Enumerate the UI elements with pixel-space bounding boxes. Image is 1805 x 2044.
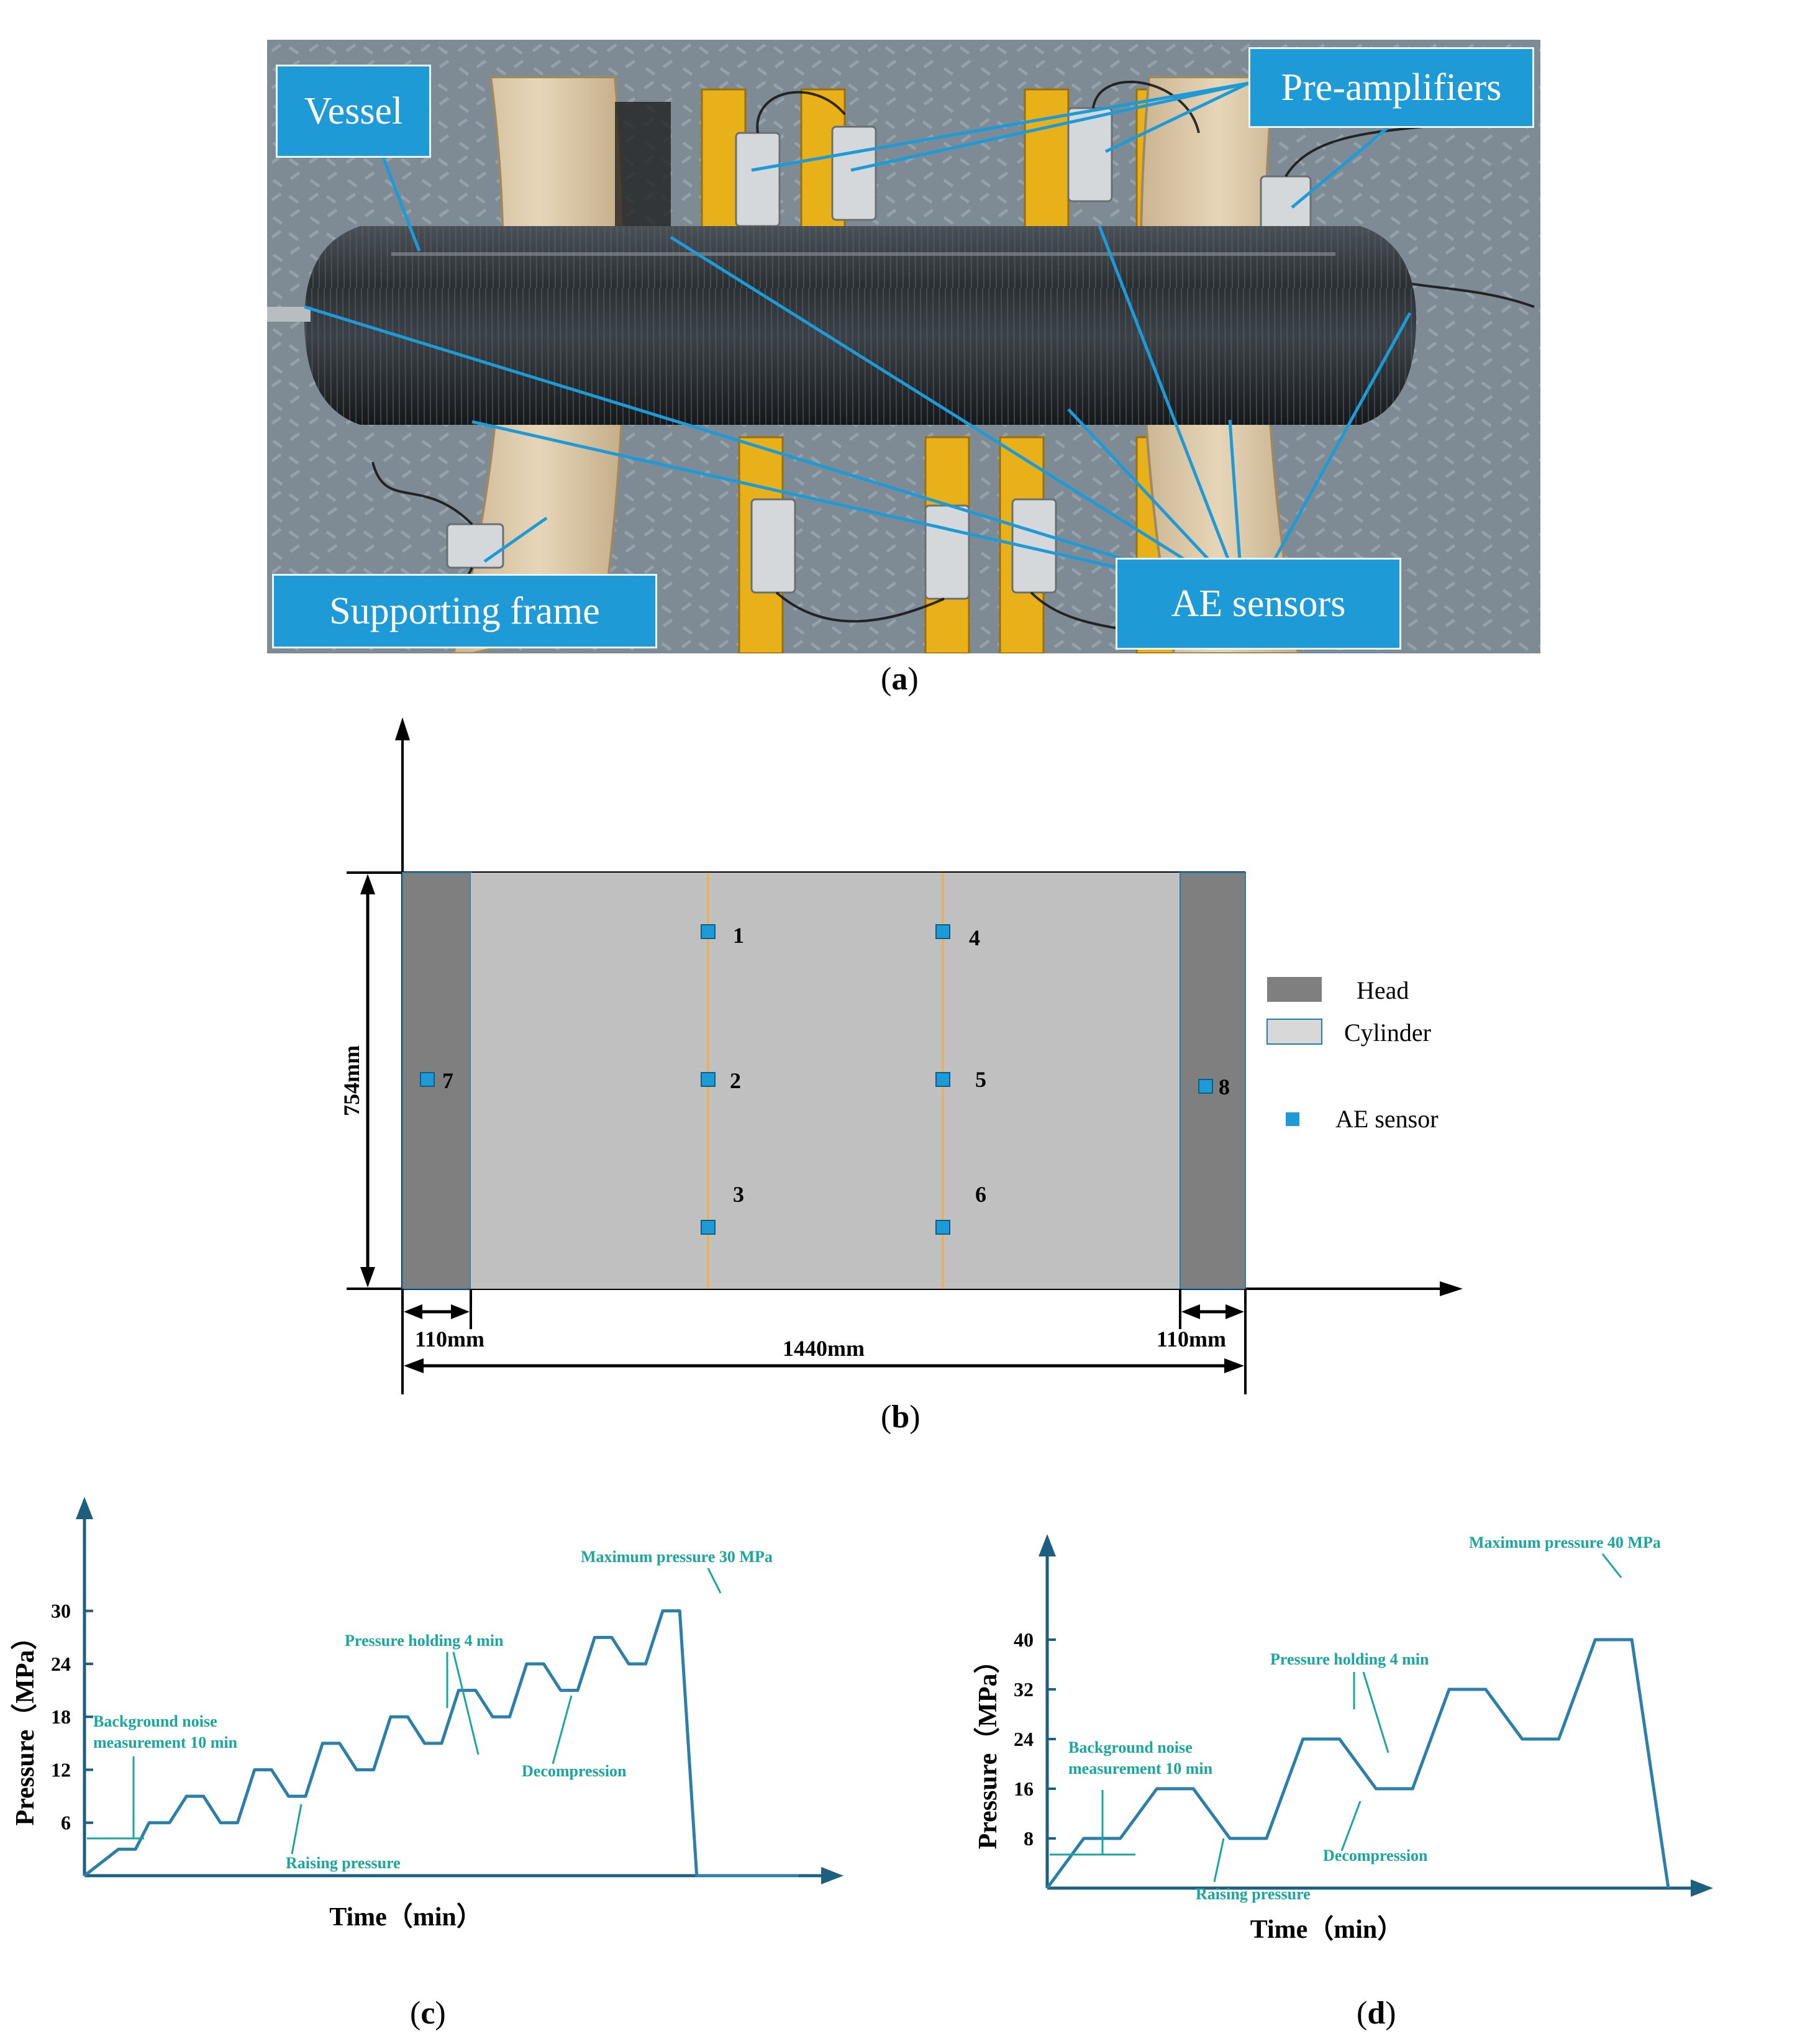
y-axis-arrow	[1039, 1534, 1056, 1556]
annotation-background-noise-line2: measurement 10 min	[1068, 1760, 1213, 1778]
annotation-raising-pressure-pointer	[1213, 1838, 1225, 1883]
legend-head-swatch	[1267, 977, 1322, 1002]
y-tick-label: 32	[1014, 1678, 1034, 1701]
annotation-pressure-holding-pointer	[452, 1651, 480, 1755]
y-axis-title: Pressure（MPa）	[11, 1624, 40, 1825]
callout-pre-amplifiers: Pre-amplifiers	[1248, 47, 1534, 128]
y-tick-label: 12	[51, 1758, 71, 1781]
x-axis-title: Time（min）	[1250, 1915, 1404, 1944]
annotation-maximum-pressure: Maximum pressure 30 MPa	[581, 1548, 773, 1566]
head-right-arrow-l	[1181, 1304, 1200, 1319]
sensor-label-3: 3	[733, 1182, 744, 1207]
annotation-raising-pressure: Raising pressure	[1196, 1885, 1311, 1903]
head-right-dimension-label: 110mm	[1157, 1327, 1226, 1351]
legend-ae-sensor-label: AE sensor	[1335, 1105, 1439, 1133]
annotation-maximum-pointer	[707, 1568, 722, 1594]
caption-c: (c)	[410, 1996, 446, 2031]
sensor-label-8: 8	[1219, 1074, 1230, 1099]
legend-cylinder-label: Cylinder	[1344, 1019, 1431, 1047]
callout-supporting-frame: Supporting frame	[272, 574, 657, 648]
length-arrow-l	[404, 1358, 424, 1373]
legend-cylinder-swatch	[1266, 1019, 1322, 1045]
y-tick-label: 16	[1014, 1778, 1034, 1800]
annotation-decompression: Decompression	[1323, 1846, 1428, 1865]
annotation-decompression: Decompression	[522, 1762, 627, 1780]
annotation-pressure-holding-pointer	[1362, 1671, 1389, 1753]
ae-sensor-1	[701, 924, 716, 939]
x-axis-title: Time（min）	[329, 1902, 483, 1932]
annotation-decompression-pointer	[552, 1695, 573, 1765]
caption-d: (d)	[1357, 1996, 1396, 2031]
annotation-pressure-holding: Pressure holding 4 min	[1270, 1650, 1429, 1668]
ae-sensor-4	[935, 924, 950, 939]
head-right	[1180, 872, 1246, 1289]
ae-sensor-8	[1198, 1079, 1213, 1094]
callout-leader-lines	[304, 81, 1412, 597]
height-arrow-bottom	[360, 1267, 375, 1288]
annotation-raising-pressure-pointer	[291, 1804, 302, 1855]
head-right-arrow-r	[1225, 1304, 1244, 1319]
sensor-label-6: 6	[975, 1182, 986, 1207]
pressure-series-line	[1045, 1638, 1670, 1889]
y-tick-label: 18	[51, 1706, 71, 1728]
annotation-background-noise-line2: measurement 10 min	[93, 1733, 238, 1751]
ae-sensor-6	[935, 1220, 950, 1235]
head-left-dimension-label: 110mm	[415, 1327, 484, 1351]
annotation-decompression-pointer	[1340, 1801, 1362, 1851]
annotation-pressure-holding: Pressure holding 4 min	[345, 1632, 504, 1650]
y-tick-label: 30	[51, 1600, 71, 1622]
annotation-background-noise-line1: Background noise	[93, 1712, 217, 1730]
sensor-label-2: 2	[730, 1068, 741, 1093]
sensor-label-7: 7	[442, 1068, 453, 1093]
callout-vessel: Vessel	[276, 65, 431, 158]
ae-sensor-5	[935, 1072, 950, 1087]
legend-head-label: Head	[1357, 976, 1409, 1004]
x-axis-arrow	[1691, 1879, 1713, 1897]
height-arrow-top	[360, 874, 375, 894]
y-tick-label: 24	[1014, 1728, 1034, 1750]
cylinder-body	[471, 873, 1180, 1289]
y-tick-label: 24	[51, 1653, 71, 1675]
annotation-maximum-pressure: Maximum pressure 40 MPa	[1469, 1533, 1661, 1551]
caption-b: (b)	[881, 1399, 921, 1435]
caption-a: (a)	[881, 661, 919, 697]
pressure-series-line	[83, 1609, 799, 1878]
callout-ae-sensors: AE sensors	[1116, 558, 1401, 650]
annotation-maximum-pointer	[1601, 1553, 1622, 1578]
sensor-label-5: 5	[975, 1067, 986, 1092]
y-tick-label: 8	[1024, 1827, 1034, 1850]
ae-sensor-2	[701, 1072, 716, 1087]
ae-sensor-7	[420, 1072, 435, 1087]
ae-sensor-3	[701, 1220, 716, 1235]
x-axis-arrow	[821, 1867, 843, 1884]
head-left	[402, 872, 471, 1289]
annotation-raising-pressure: Raising pressure	[286, 1854, 401, 1872]
y-tick-label: 6	[61, 1812, 71, 1834]
annotation-background-noise-line1: Background noise	[1068, 1738, 1193, 1756]
length-arrow-r	[1224, 1358, 1244, 1373]
length-dimension-label: 1440mm	[783, 1336, 865, 1361]
head-left-arrow-l	[404, 1304, 422, 1319]
sensor-label-4: 4	[969, 925, 980, 950]
y-axis-title: Pressure（MPa）	[973, 1647, 1003, 1849]
sensor-label-1: 1	[733, 923, 744, 948]
y-tick-label: 40	[1014, 1628, 1034, 1651]
layout-y-arrow	[395, 717, 410, 740]
head-left-arrow-r	[451, 1304, 470, 1319]
y-axis-arrow	[76, 1497, 93, 1519]
height-dimension-label: 754mm	[339, 1045, 364, 1116]
legend-ae-sensor-swatch	[1286, 1112, 1299, 1126]
vessel-photo: Vessel Pre-amplifiers Supporting frame A…	[267, 40, 1540, 653]
layout-x-arrow	[1440, 1281, 1463, 1296]
